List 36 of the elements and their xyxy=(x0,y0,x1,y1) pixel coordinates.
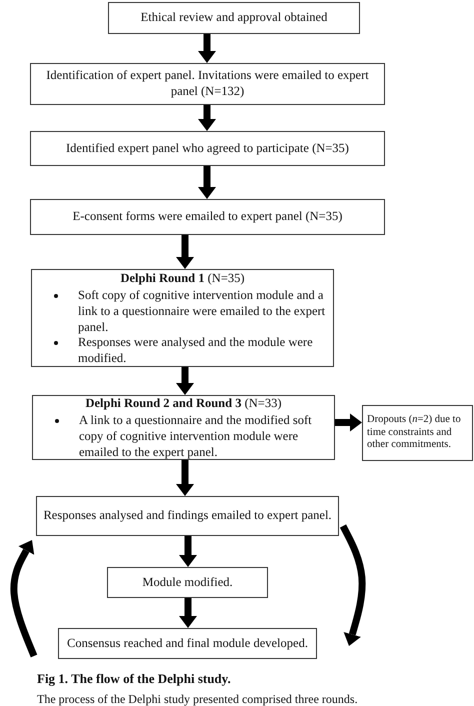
curved-arrow xyxy=(340,524,366,646)
box-heading: Delphi Round 1 (N=35) xyxy=(119,270,246,286)
arrow xyxy=(335,414,362,432)
arrow xyxy=(198,34,216,63)
arrow xyxy=(176,367,194,395)
box-text: Identified expert panel who agreed to participate (N=35) xyxy=(66,140,349,156)
box-text: Responses analysed and findings emailed to expert panel. xyxy=(43,508,332,524)
process-box xyxy=(30,63,385,105)
bullet-item: A link to a questionnaire and the modified soft copy of cognitive intervention module were emailed to the expert panel. xyxy=(79,413,312,459)
process-box xyxy=(58,628,317,659)
process-box xyxy=(107,567,268,598)
process-box xyxy=(31,269,334,367)
bullet-item: Soft copy of cognitive intervention module and a link to a questionnaire were emailed to the expert panel. xyxy=(78,288,326,334)
box-text: E-consent forms were emailed to expert panel (N=35) xyxy=(72,209,342,225)
figure-caption: The process of the Delphi study presented comprised three rounds. xyxy=(37,692,358,706)
arrow xyxy=(198,105,216,131)
curved-arrow xyxy=(10,540,38,658)
arrow xyxy=(176,460,194,496)
box-text: Module modified. xyxy=(142,574,233,590)
arrow xyxy=(176,235,194,269)
process-box xyxy=(30,131,385,166)
arrow xyxy=(179,598,197,628)
process-box xyxy=(108,2,360,34)
arrow xyxy=(179,536,197,567)
process-box xyxy=(362,405,473,461)
process-box xyxy=(30,199,385,235)
box-text: Identification of expert panel. Invitations were emailed to expert panel (N=132) xyxy=(45,68,370,100)
bullet-item: Responses were analysed and the module were modified. xyxy=(78,335,313,365)
box-text: Dropouts (n=2) due to time constraints and other commitments. xyxy=(367,414,462,452)
arrow xyxy=(198,166,216,199)
process-box xyxy=(32,395,335,460)
box-text: Ethical review and approval obtained xyxy=(140,10,328,26)
box-text: Consensus reached and final module developed. xyxy=(67,636,308,652)
box-heading: Delphi Round 2 and Round 3 (N=33) xyxy=(84,396,282,412)
figure-title: Fig 1. The flow of the Delphi study. xyxy=(37,671,231,687)
process-box xyxy=(36,496,339,536)
